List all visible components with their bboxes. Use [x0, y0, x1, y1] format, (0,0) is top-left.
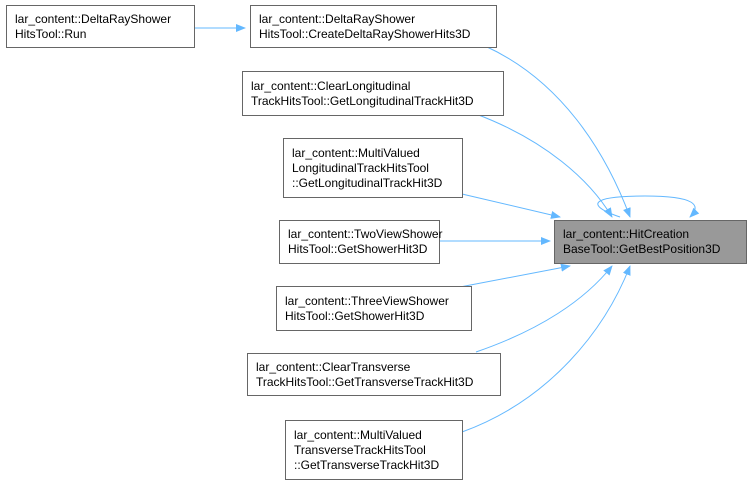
node-clearlongitudinal-getlongitudinaltrackhit3d[interactable]: lar_content::ClearLongitudinal TrackHits…	[242, 71, 504, 116]
node-multivalued-gettransversetrackhit3d[interactable]: lar_content::MultiValued TransverseTrack…	[285, 420, 463, 480]
node-deltarayshower-createdeltarayshowerhits3d[interactable]: lar_content::DeltaRayShower HitsTool::Cr…	[250, 5, 497, 48]
edge-cleartrans-to-hitcreation	[475, 265, 613, 353]
node-twoviewshower-getshowerhit3d[interactable]: lar_content::TwoViewShower HitsTool::Get…	[279, 220, 443, 264]
node-threeviewshower-getshowerhit3d[interactable]: lar_content::ThreeViewShower HitsTool::G…	[276, 286, 472, 331]
edge-clearlong-to-hitcreation	[475, 113, 613, 218]
edge-multilong-to-hitcreation	[461, 193, 561, 219]
edge-self-loop	[597, 195, 700, 218]
edge-multitrans-to-hitcreation	[461, 265, 631, 433]
node-hitcreationbasetool-getbestposition3d: lar_content::HitCreation BaseTool::GetBe…	[554, 220, 747, 264]
edge-create-to-hitcreation	[484, 45, 631, 218]
node-cleartransverse-gettransversetrackhit3d[interactable]: lar_content::ClearTransverse TrackHitsTo…	[247, 353, 501, 396]
node-deltarayshower-run[interactable]: lar_content::DeltaRayShower HitsTool::Ru…	[6, 5, 195, 48]
node-multivalued-getlongitudinaltrackhit3d[interactable]: lar_content::MultiValued LongitudinalTra…	[283, 138, 463, 198]
edge-threeview-to-hitcreation	[459, 263, 571, 288]
